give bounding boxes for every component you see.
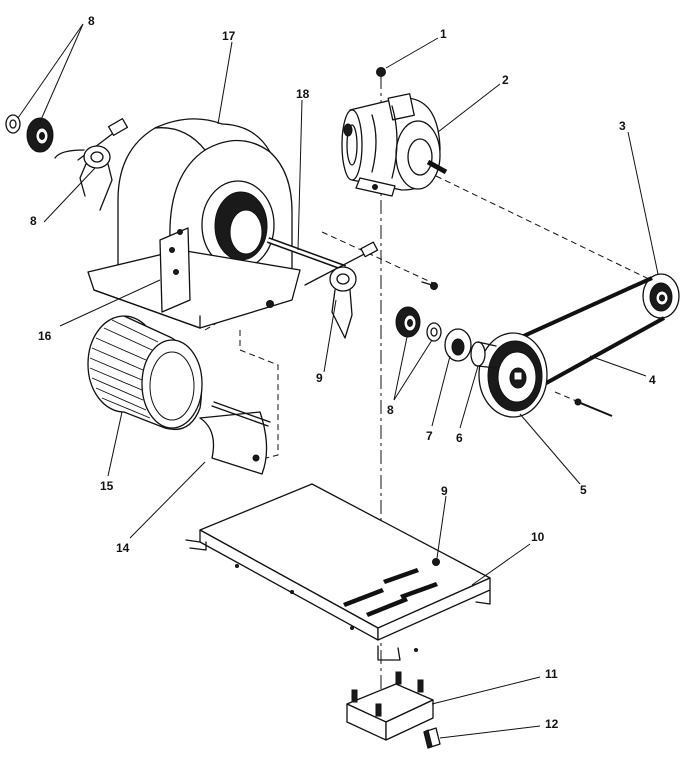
label-part-2: 2 — [502, 73, 509, 87]
collar — [444, 328, 472, 362]
screw-center — [421, 281, 438, 290]
shaft-dashline — [321, 231, 434, 284]
cutoff-plate — [199, 401, 271, 475]
control-block — [346, 671, 434, 741]
part-labels: 8 17 1 2 3 18 8 16 9 8 7 6 4 5 15 14 9 1… — [30, 14, 656, 731]
label-part-15: 15 — [100, 479, 114, 493]
label-part-11: 10 — [531, 530, 545, 544]
label-part-8-top: 8 — [88, 14, 95, 28]
base-plate — [185, 483, 491, 661]
belt — [505, 276, 665, 394]
bearing-bracket-left — [54, 118, 129, 211]
screw-base — [432, 558, 440, 566]
blower-pulley — [478, 332, 548, 418]
label-part-7: 7 — [426, 429, 433, 443]
nut-top — [376, 67, 386, 77]
label-part-1: 1 — [440, 27, 447, 41]
long-bolt — [574, 398, 613, 417]
cutoff-dashline — [239, 330, 279, 461]
label-part-16: 16 — [38, 329, 52, 343]
label-part-18: 18 — [296, 87, 310, 101]
label-part-9-left: 8 — [30, 214, 37, 228]
bearing-bracket-right — [304, 241, 379, 339]
label-part-8-right: 8 — [387, 403, 394, 417]
small-clip — [423, 727, 441, 749]
motor — [341, 93, 448, 197]
blower-wheel — [87, 315, 203, 431]
label-part-13: 12 — [545, 717, 559, 731]
leader-lines — [17, 23, 659, 739]
motor-to-pulley-dashline — [435, 175, 656, 283]
label-part-4: 4 — [649, 373, 656, 387]
label-part-10: 9 — [441, 484, 448, 498]
label-part-17: 17 — [222, 29, 236, 43]
label-part-12: 11 — [545, 667, 558, 681]
bearing-right — [395, 306, 442, 342]
label-part-6: 6 — [456, 431, 463, 445]
blower-shaft — [266, 237, 347, 271]
motor-pulley — [642, 273, 680, 319]
label-part-3: 3 — [619, 119, 626, 133]
label-part-5: 5 — [580, 483, 587, 497]
label-part-9-right: 9 — [316, 371, 323, 385]
label-part-14: 14 — [116, 541, 130, 555]
blower-housing — [87, 118, 301, 329]
bearing-left — [5, 114, 54, 153]
